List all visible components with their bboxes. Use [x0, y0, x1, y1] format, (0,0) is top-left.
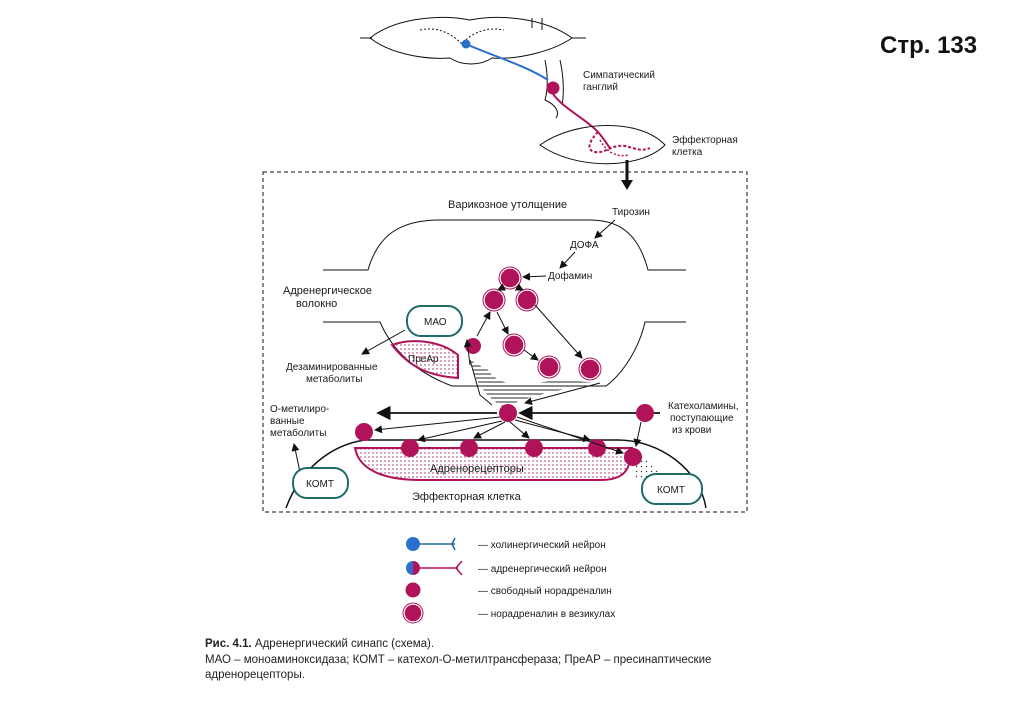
varicosity-label: Варикозное утолщение	[448, 199, 567, 211]
caption-figure-number: Рис. 4.1.	[205, 638, 252, 650]
cholinergic-neuron-icon	[406, 537, 420, 551]
caption-line-3: адренорецепторы.	[205, 669, 305, 681]
synapse-detail-frame	[262, 171, 748, 513]
blood-noradrenaline-icon	[636, 404, 654, 422]
zoom-arrow	[621, 160, 633, 190]
comt-enzyme-box-right	[641, 473, 703, 505]
legend-row-adrenergic: — адренергический нейрон	[406, 560, 607, 576]
vesicle-noradrenaline-icon	[403, 603, 423, 623]
vesicle-noradrenaline-icon	[499, 267, 521, 289]
effector-top-label-1: Эффекторная	[672, 134, 738, 146]
vesicle-noradrenaline-icon	[483, 289, 505, 311]
effector-cell-label: Эффекторная клетка	[412, 491, 522, 503]
legend: — холинергический нейрон — адренергическ…	[402, 537, 615, 624]
legend-row-cholinergic: — холинергический нейрон	[406, 537, 606, 551]
ganglion-label-1: Симпатический	[583, 70, 655, 81]
vesicle-noradrenaline-icon	[516, 289, 538, 311]
receptor-arrows	[374, 416, 642, 455]
released-noradrenaline-icon	[499, 404, 517, 422]
dopamine-label: Дофамин	[548, 270, 592, 282]
vesicle-noradrenaline-icon	[579, 358, 601, 380]
free-noradrenaline-icon	[525, 439, 543, 457]
cholinergic-cell-body-icon	[461, 39, 471, 49]
legend-label: — норадреналин в везикулах	[478, 609, 615, 620]
vesicle-noradrenaline-icon	[503, 334, 525, 356]
receptors-label: Адренорецепторы	[430, 463, 524, 475]
dopa-label: ДОФА	[570, 240, 599, 251]
effector-cell-top: Эффекторная клетка	[539, 125, 738, 165]
presynaptic-receptor-region	[390, 340, 459, 380]
figure-caption-title: Рис. 4.1. Адренергический синапс (схема)…	[205, 638, 434, 650]
release-zone-hatch	[470, 360, 600, 408]
legend-row-vesicle: — норадреналин в везикулах	[402, 602, 615, 624]
catecholamines-label-1: Катехоламины,	[668, 401, 739, 412]
free-noradrenaline-icon	[355, 423, 373, 441]
omethyl-label-1: О-метилиро-	[270, 404, 329, 415]
cholinergic-preganglionic-neuron	[461, 39, 549, 81]
free-noradrenaline-icon	[405, 582, 421, 598]
omethyl-label-3: метаболиты	[270, 427, 326, 439]
legend-label: — свободный норадреналин	[478, 585, 612, 597]
tyrosine-label: Тирозин	[612, 207, 650, 218]
ganglion-neuron-icon	[546, 81, 560, 95]
free-noradrenaline-icon	[401, 439, 419, 457]
fiber-label-1: Адренергическое	[283, 285, 372, 297]
comt-left-label: КОМТ	[306, 479, 334, 490]
omethyl-label-2: ванные	[270, 416, 305, 427]
comt-enzyme-box-left	[292, 467, 349, 499]
deaminated-label-1: Дезаминированные	[286, 362, 378, 373]
caption-line-2: МАО – моноаминоксидаза; КОМТ – катехол-О…	[205, 654, 712, 666]
spinal-cord-sketch	[360, 16, 586, 119]
receptor-bound-noradrenaline	[355, 423, 642, 466]
free-noradrenaline-icon	[460, 439, 478, 457]
varicosity-outline	[323, 219, 686, 387]
legend-label: — адренергический нейрон	[478, 564, 607, 575]
free-noradrenaline-icon	[624, 448, 642, 466]
mao-enzyme-box	[406, 305, 463, 337]
prear-label: ПреАр	[408, 354, 439, 365]
mao-label: МАО	[424, 317, 447, 328]
vesicle-noradrenaline-icon	[538, 356, 560, 378]
fiber-label-2: волокно	[296, 298, 337, 310]
catecholamines-label-2: поступающие	[670, 413, 734, 424]
comt-right-label: КОМТ	[657, 485, 685, 496]
legend-label: — холинергический нейрон	[478, 540, 606, 551]
free-noradrenaline-icon	[588, 439, 606, 457]
adrenergic-neuron-icon	[413, 561, 420, 575]
deaminated-label-2: метаболиты	[306, 373, 362, 385]
legend-row-free: — свободный норадреналин	[405, 582, 612, 598]
catecholamines-label-3: из крови	[672, 425, 711, 436]
page-number: Стр. 133	[880, 32, 978, 59]
caption-title: Адренергический синапс (схема).	[251, 638, 435, 650]
vesicle-group	[465, 266, 602, 381]
vesicle-arrows	[476, 283, 583, 361]
ganglion-label-2: ганглий	[583, 82, 618, 93]
effector-top-label-2: клетка	[672, 147, 703, 158]
